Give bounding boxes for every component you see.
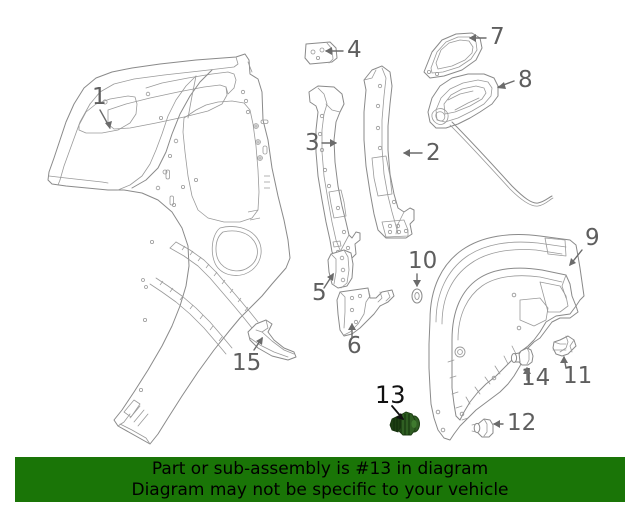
callout-4-label: 4 bbox=[347, 37, 362, 63]
part-vent-grille-cover bbox=[423, 32, 483, 79]
part-wedge-trim-clip bbox=[247, 319, 297, 361]
callout-8-label: 8 bbox=[518, 67, 533, 93]
part-flange-bolt-highlighted bbox=[389, 411, 420, 436]
callout-4-group: 4 bbox=[325, 37, 362, 63]
part-wheelhouse-liner bbox=[428, 234, 585, 441]
callout-10-group: 10 bbox=[408, 248, 437, 287]
callout-2-label: 2 bbox=[426, 140, 441, 166]
callout-7-label: 7 bbox=[490, 24, 505, 50]
callout-6-arrowhead bbox=[348, 323, 356, 330]
part-angle-bracket bbox=[327, 249, 354, 289]
callout-7-arrowhead bbox=[469, 34, 476, 42]
callout-13-label: 13 bbox=[375, 381, 406, 409]
callout-9-group: 9 bbox=[569, 225, 600, 266]
callout-3-group: 3 bbox=[305, 130, 337, 156]
callout-13-arrowhead bbox=[396, 413, 404, 420]
callout-12-label: 12 bbox=[507, 410, 536, 436]
callout-5-group: 5 bbox=[312, 273, 334, 306]
callout-4-arrowhead bbox=[325, 47, 332, 55]
notice-line-1: Part or sub-assembly is #13 in diagram bbox=[151, 458, 489, 479]
part-screw-grommet bbox=[510, 347, 534, 366]
callout-8-group: 8 bbox=[497, 67, 533, 93]
callout-5-arrowhead bbox=[327, 273, 334, 281]
callout-14-label: 14 bbox=[521, 365, 550, 391]
callout-3-label: 3 bbox=[305, 130, 320, 156]
callout-6-group: 6 bbox=[347, 323, 362, 359]
callout-10-arrowhead bbox=[413, 280, 421, 287]
callout-15-group: 15 bbox=[232, 337, 263, 376]
callout-12-arrowhead bbox=[493, 420, 500, 428]
part-vent-housing-with-cable bbox=[427, 73, 554, 207]
callout-12-group: 12 bbox=[493, 410, 536, 436]
callout-3-arrowhead bbox=[330, 139, 337, 147]
callout-8-arrowhead bbox=[497, 82, 506, 89]
callout-1-group: 1 bbox=[92, 84, 112, 129]
callout-10-label: 10 bbox=[408, 248, 437, 274]
callout-15-label: 15 bbox=[232, 350, 261, 376]
cable-path-outer bbox=[451, 121, 553, 204]
callout-11-group: 11 bbox=[560, 356, 592, 389]
notice-banner: Part or sub-assembly is #13 in diagram D… bbox=[15, 457, 625, 502]
callout-11-arrowhead bbox=[560, 356, 568, 363]
callout-11-label: 11 bbox=[563, 363, 592, 389]
callout-9-arrowhead bbox=[569, 258, 576, 266]
notice-line-2: Diagram may not be specific to your vehi… bbox=[131, 479, 509, 500]
part-step-bracket bbox=[336, 287, 395, 337]
part-push-pin-clip bbox=[471, 418, 494, 438]
callout-1-label: 1 bbox=[92, 84, 107, 110]
part-retainer-clip bbox=[552, 335, 577, 357]
part-small-bracket-plate bbox=[304, 41, 338, 65]
part-grommet-washer bbox=[411, 288, 423, 304]
cable-path-inner bbox=[449, 124, 554, 207]
callout-9-label: 9 bbox=[585, 225, 600, 251]
callout-2-group: 2 bbox=[403, 140, 441, 166]
callout-5-label: 5 bbox=[312, 280, 327, 306]
callout-6-label: 6 bbox=[347, 333, 362, 359]
callout-14-arrowhead bbox=[523, 367, 531, 374]
part-quarter-panel-outer bbox=[47, 53, 291, 445]
callout-7-group: 7 bbox=[469, 24, 505, 50]
part-pillar-inner-panel bbox=[308, 85, 361, 259]
callout-14-group: 14 bbox=[521, 365, 550, 391]
callout-13-group: 13 bbox=[375, 381, 406, 420]
part-center-pillar-reinforcement bbox=[363, 65, 415, 239]
callout-15-arrowhead bbox=[256, 337, 263, 345]
callout-1-arrowhead bbox=[105, 121, 112, 129]
callout-2-arrowhead bbox=[403, 149, 410, 157]
